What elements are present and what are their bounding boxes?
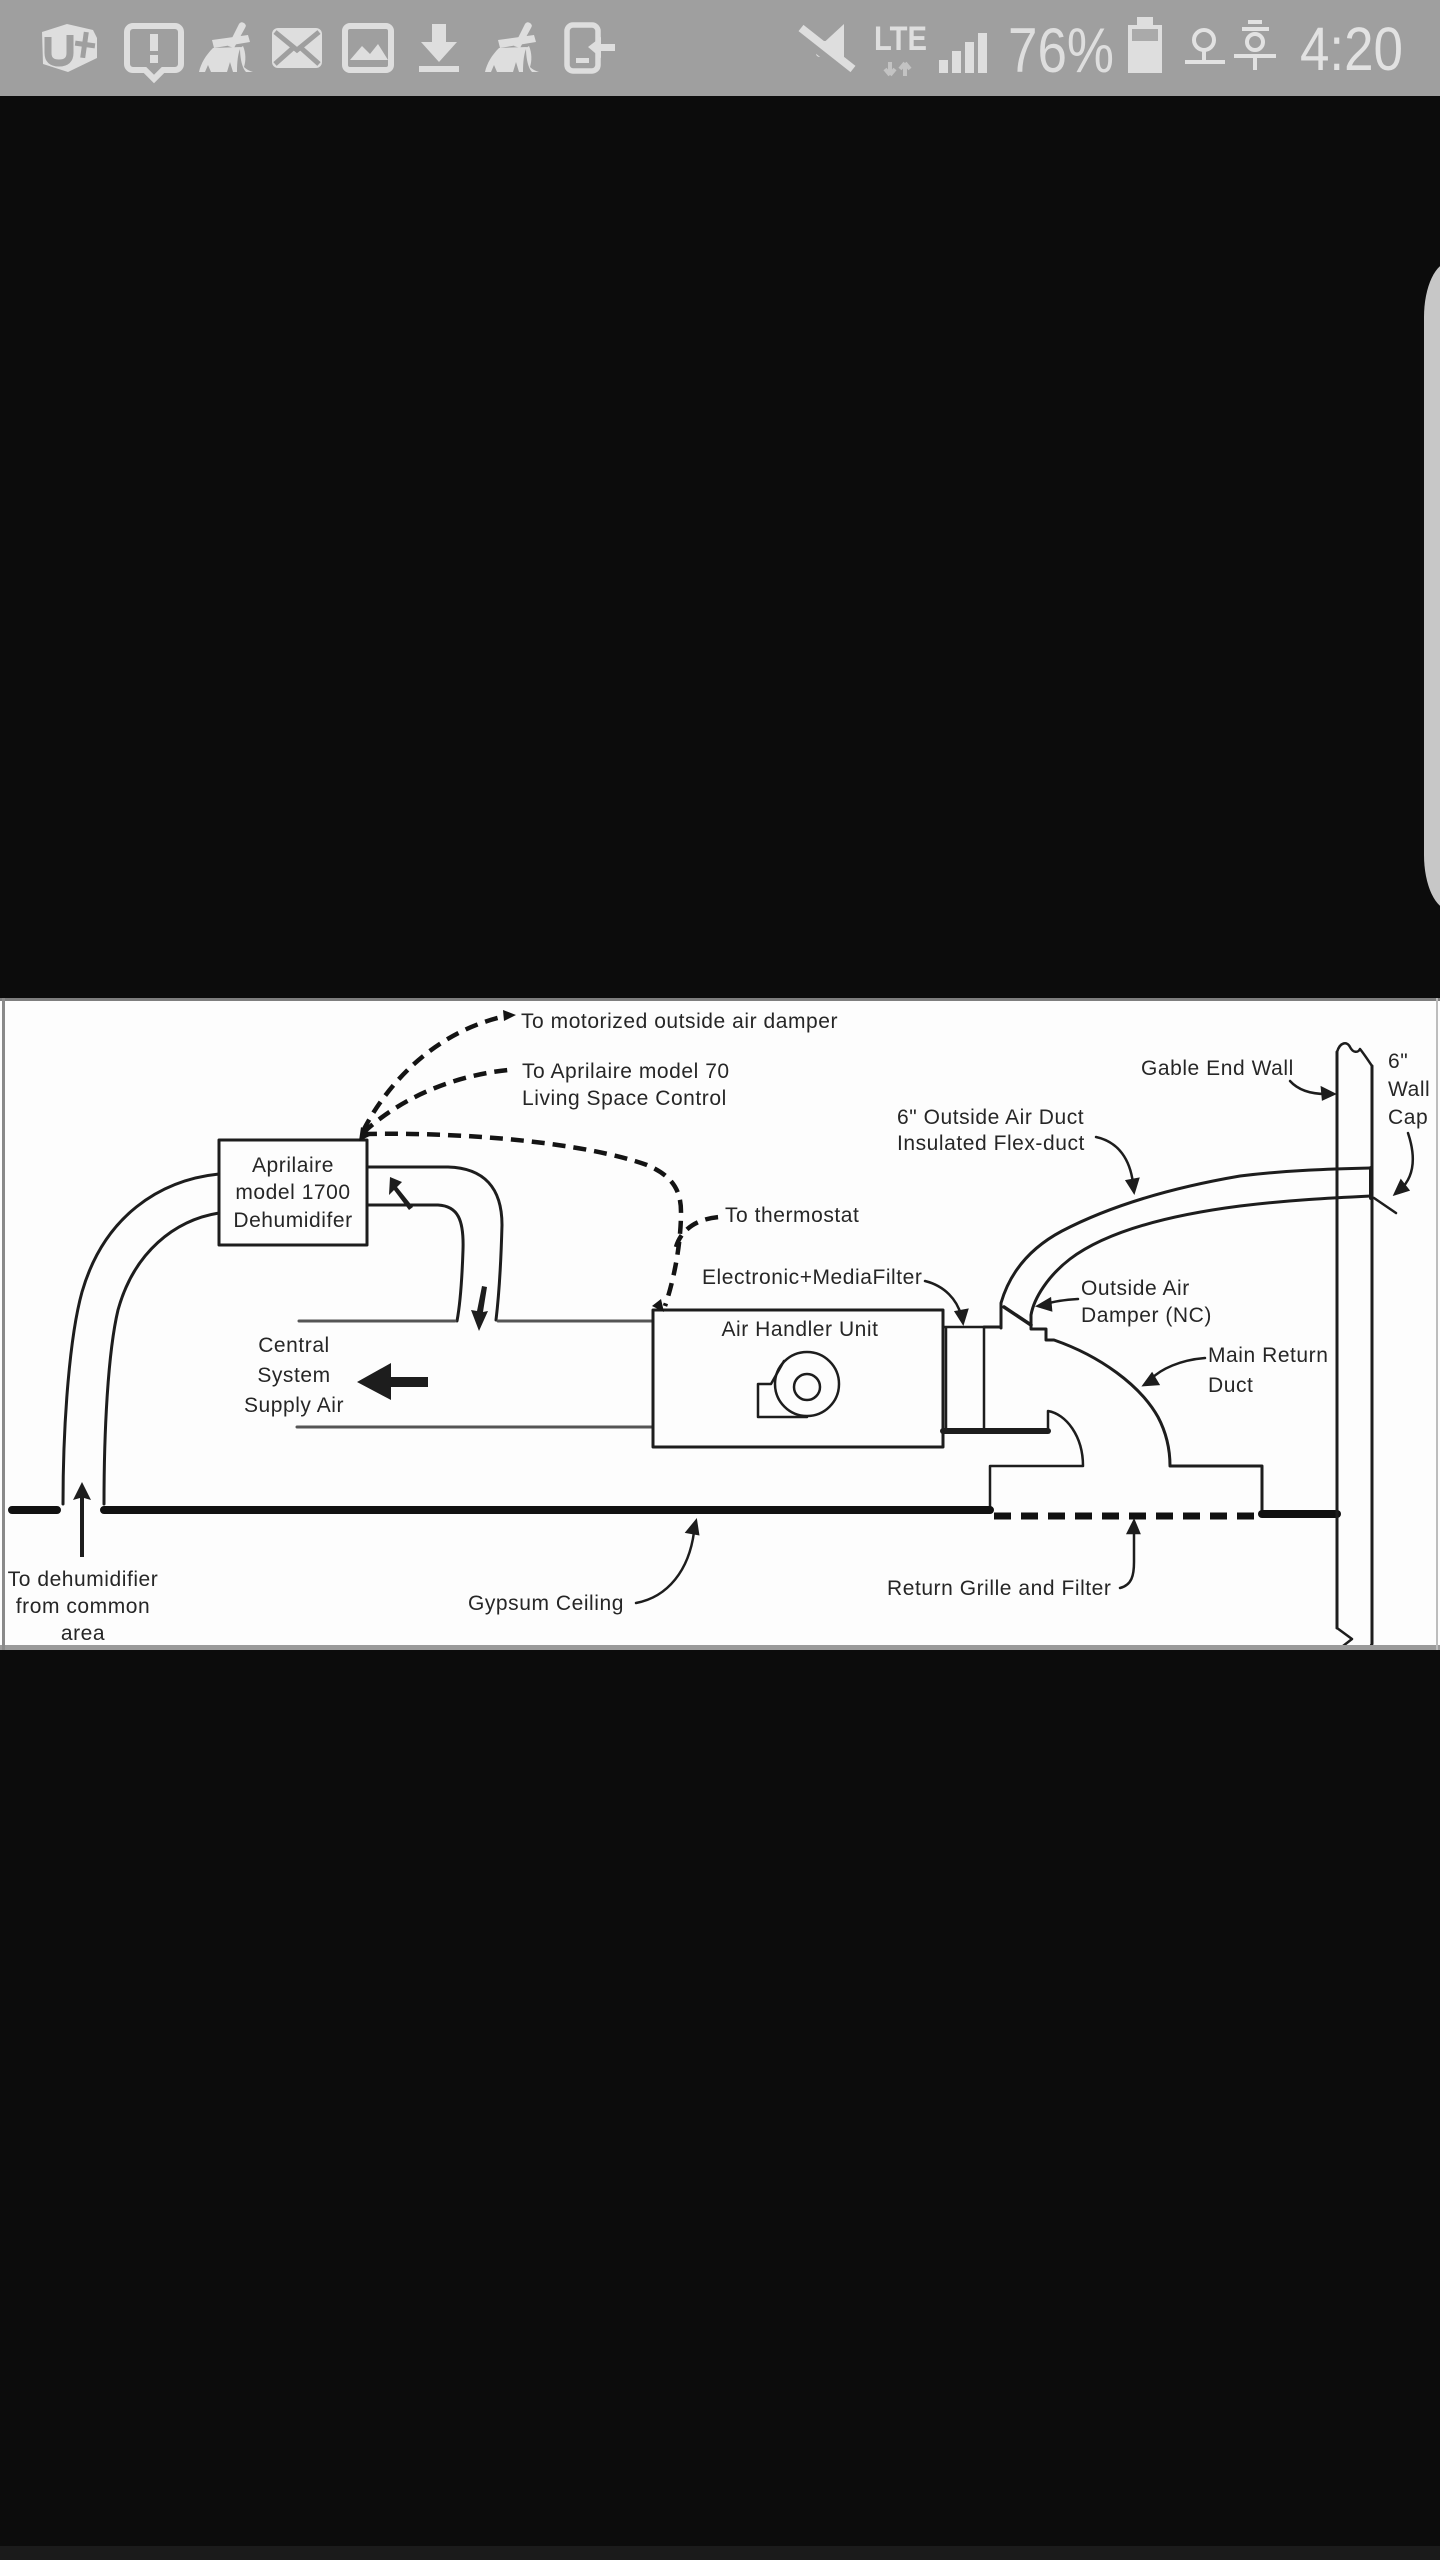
- svg-text:Cap: Cap: [1388, 1106, 1428, 1129]
- svg-text:4:20: 4:20: [1300, 15, 1403, 83]
- svg-text:System: System: [257, 1364, 330, 1387]
- svg-text:Damper (NC): Damper (NC): [1081, 1304, 1212, 1327]
- svg-text:To dehumidifier: To dehumidifier: [8, 1568, 159, 1591]
- svg-text:LTE: LTE: [874, 20, 927, 58]
- svg-text:To Aprilaire model 70: To Aprilaire model 70: [522, 1060, 730, 1083]
- svg-text:Supply Air: Supply Air: [244, 1394, 344, 1417]
- svg-text:Duct: Duct: [1208, 1374, 1253, 1397]
- svg-text:Main Return: Main Return: [1208, 1344, 1328, 1367]
- svg-text:6": 6": [1388, 1050, 1408, 1073]
- svg-text:6" Outside Air Duct: 6" Outside Air Duct: [897, 1106, 1084, 1129]
- svg-text:76%: 76%: [1008, 16, 1114, 86]
- svg-text:Return Grille and Filter: Return Grille and Filter: [887, 1577, 1111, 1600]
- svg-text:Aprilaire: Aprilaire: [252, 1154, 334, 1177]
- svg-text:Outside Air: Outside Air: [1081, 1277, 1190, 1300]
- svg-text:Air Handler Unit: Air Handler Unit: [721, 1318, 878, 1341]
- svg-text:Gypsum Ceiling: Gypsum Ceiling: [468, 1592, 624, 1615]
- svg-text:model 1700: model 1700: [235, 1181, 350, 1204]
- svg-text:To motorized outside air dampe: To motorized outside air damper: [521, 1010, 838, 1033]
- svg-text:from common: from common: [16, 1595, 150, 1618]
- svg-text:Gable End Wall: Gable End Wall: [1141, 1057, 1294, 1080]
- svg-text:area: area: [61, 1622, 105, 1645]
- svg-text:Dehumidifer: Dehumidifer: [233, 1209, 352, 1232]
- svg-text:Insulated Flex-duct: Insulated Flex-duct: [897, 1132, 1085, 1155]
- svg-text:To thermostat: To thermostat: [725, 1204, 859, 1227]
- svg-text:Electronic+MediaFilter: Electronic+MediaFilter: [702, 1266, 922, 1289]
- svg-text:Central: Central: [258, 1334, 330, 1357]
- svg-text:Living Space Control: Living Space Control: [522, 1087, 727, 1110]
- svg-text:Wall: Wall: [1388, 1078, 1430, 1101]
